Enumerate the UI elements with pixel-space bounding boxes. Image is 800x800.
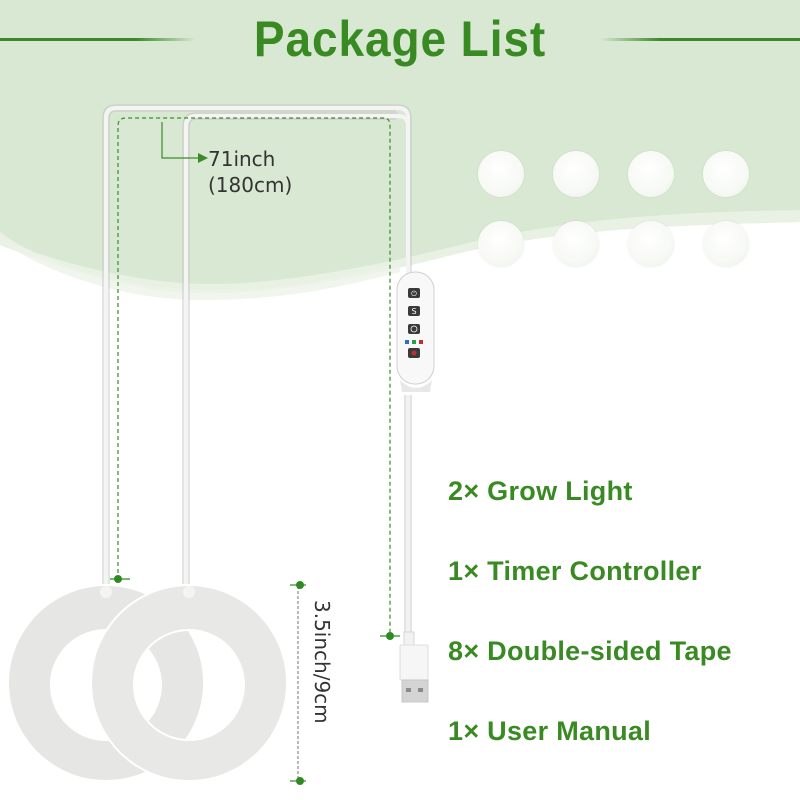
cable <box>104 106 410 590</box>
ring-diameter-label: 3.5inch/9cm <box>310 600 334 724</box>
tape-dot <box>628 221 674 267</box>
list-item-grow-light: 2× Grow Light <box>448 476 633 506</box>
grow-light-ring-front <box>90 584 289 782</box>
tape-dot <box>478 151 524 197</box>
tape-dot <box>553 151 599 197</box>
tape-dot <box>553 221 599 267</box>
tape-dot <box>703 221 749 267</box>
usb-plug <box>399 631 429 703</box>
timer-controller: ⏻ S <box>396 271 435 392</box>
title-rule-right <box>600 38 800 41</box>
tape-dot <box>703 151 749 197</box>
cable-length-cm: (180cm) <box>208 173 293 197</box>
list-item-double-sided-tape: 8× Double-sided Tape <box>448 636 732 666</box>
list-item-timer-controller: 1× Timer Controller <box>448 556 702 586</box>
title-rule-left <box>0 38 195 41</box>
svg-text:S: S <box>411 307 416 316</box>
length-measure-line <box>117 117 391 635</box>
list-item-user-manual: 1× User Manual <box>448 716 652 746</box>
tape-dot <box>628 151 674 197</box>
cable-length-inch: 71inch <box>208 147 276 171</box>
cable-length-label: 71inch (180cm) <box>208 146 292 198</box>
svg-text:⏻: ⏻ <box>411 290 417 298</box>
tape-dot <box>478 221 524 267</box>
page-title: Package List <box>253 11 547 67</box>
package-list: 2× Grow Light 1× Timer Controller 8× Dou… <box>448 472 732 792</box>
